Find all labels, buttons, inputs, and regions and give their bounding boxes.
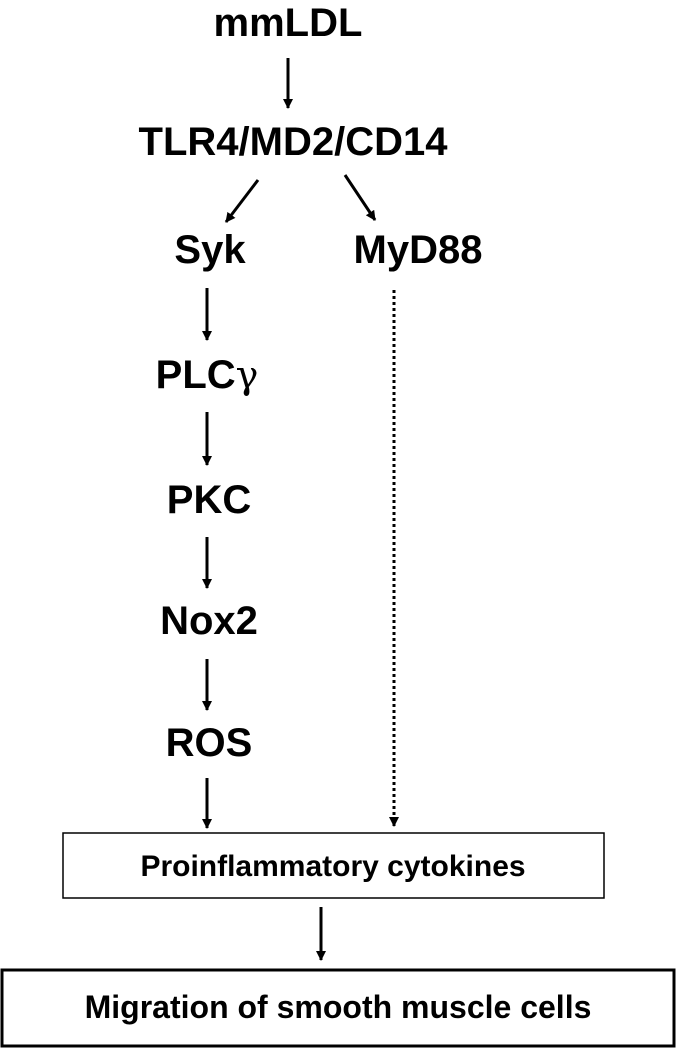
node-ros: ROS — [166, 721, 253, 765]
node-mmldl: mmLDL — [214, 1, 363, 45]
node-plcg-text: PLC — [156, 353, 236, 397]
node-syk: Syk — [174, 228, 246, 272]
node-nox2: Nox2 — [160, 599, 258, 643]
arrow-receptor-to-syk — [224, 179, 260, 223]
node-plcg-greek: γ — [236, 353, 259, 397]
node-tlr4-md2-cd14: TLR4/MD2/CD14 — [139, 120, 449, 164]
node-pkc: PKC — [167, 478, 251, 522]
node-proinflammatory-cytokines: Proinflammatory cytokines — [140, 850, 525, 883]
node-migration-smooth-muscle: Migration of smooth muscle cells — [85, 989, 592, 1025]
node-myd88: MyD88 — [354, 228, 483, 272]
arrow-receptor-to-myd88 — [343, 174, 377, 221]
migration-box — [0, 968, 676, 1048]
cytokines-box — [62, 832, 605, 899]
node-plcg: PLCγ — [156, 353, 259, 397]
